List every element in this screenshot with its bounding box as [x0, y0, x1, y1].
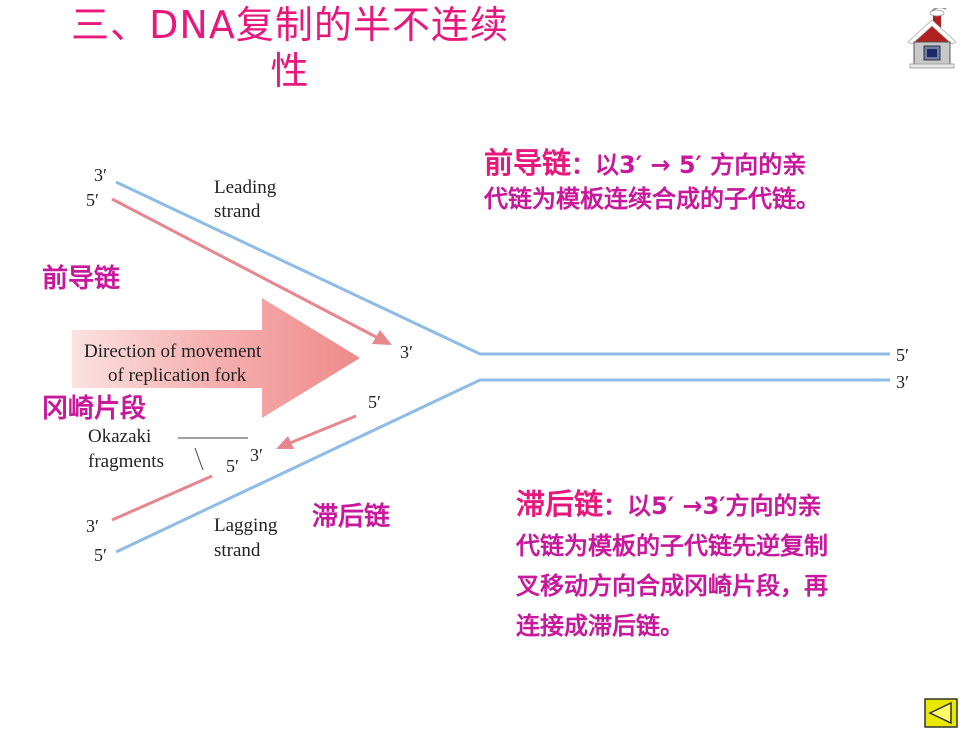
okazaki-5-label: 5′	[226, 456, 239, 476]
house-snow-icon[interactable]	[906, 8, 958, 70]
okazaki-fragment-2	[111, 474, 213, 522]
leading-desc-line-2: 代链为模板连续合成的子代链。	[484, 185, 820, 213]
leading-strand-label: Leading	[214, 177, 277, 198]
leading-strand-label-2: strand	[214, 201, 261, 222]
lagging-strand-label-2: strand	[214, 540, 261, 561]
fork-direction-arrow	[72, 298, 360, 418]
leading-term: 前导链	[484, 146, 572, 180]
lagging-desc-line-1: ：以5′ →3′方向的亲	[603, 492, 822, 520]
okazaki-cn-label: 冈崎片段	[42, 394, 147, 424]
okazaki-3-label: 3′	[250, 445, 263, 465]
parent-strand-top	[115, 180, 890, 356]
leading-strand-description: 前导链：以3′ → 5′ 方向的亲 代链为模板连续合成的子代链。	[484, 146, 954, 216]
okazaki-fragment-1-arrowhead	[276, 436, 294, 449]
top-left-5-label: 5′	[86, 190, 99, 210]
lagging-strand-description: 滞后链：以5′ →3′方向的亲 代链为模板的子代链先逆复制 叉移动方向合成冈崎片…	[516, 484, 956, 646]
back-arrow-icon	[928, 701, 952, 725]
bottom-left-5-label: 5′	[94, 545, 107, 565]
leading-strand-cn-label: 前导链	[42, 264, 121, 294]
leading-tip-3-label: 3′	[400, 342, 413, 362]
okazaki-label-1: Okazaki	[88, 426, 151, 447]
bottom-left-3-label: 3′	[86, 516, 99, 536]
okazaki-pointer-tick	[194, 447, 204, 471]
lagging-term: 滞后链	[516, 487, 604, 521]
direction-label-2: of replication fork	[108, 365, 247, 386]
parent-strand-bottom	[115, 378, 890, 554]
lagging-tip-5-label: 5′	[368, 392, 381, 412]
lagging-desc-line-2: 代链为模板的子代链先逆复制	[516, 532, 828, 560]
right-5-label: 5′	[896, 345, 909, 365]
lagging-strand-label: Lagging	[214, 515, 278, 536]
lagging-desc-line-4: 连接成滞后链。	[516, 612, 684, 640]
title-line-2: 性	[270, 49, 310, 93]
leading-desc-line-1: ：以3′ → 5′ 方向的亲	[571, 151, 807, 179]
direction-label-1: Direction of movement	[84, 341, 262, 362]
right-3-label: 3′	[896, 372, 909, 392]
back-button[interactable]	[924, 698, 958, 728]
lagging-desc-line-3: 叉移动方向合成冈崎片段，再	[516, 572, 828, 600]
lagging-strand-cn-label: 滞后链	[312, 502, 391, 532]
top-left-3-label: 3′	[94, 165, 107, 185]
okazaki-label-2: fragments	[88, 451, 164, 472]
title-line-1: 三、DNA复制的半不连续	[71, 3, 509, 47]
leading-arrowhead	[372, 330, 392, 345]
leading-daughter-strand	[111, 197, 379, 340]
okazaki-fragment-1	[289, 414, 357, 445]
page-title: 三、DNA复制的半不连续 性	[40, 2, 540, 94]
